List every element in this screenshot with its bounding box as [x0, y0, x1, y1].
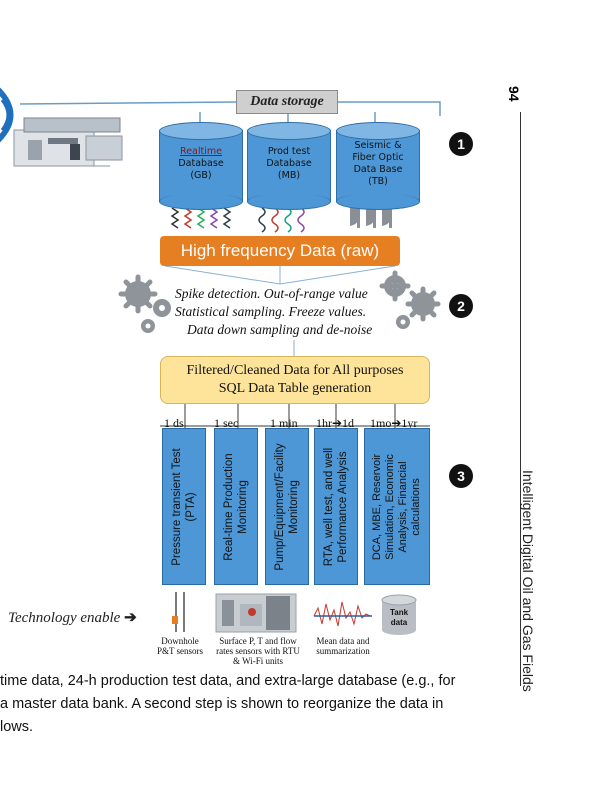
filtered-data-box: Filtered/Cleaned Data for All purposes S… — [160, 356, 430, 404]
running-header: Intelligent Digital Oil and Gas Fields — [520, 470, 536, 692]
column-line: Simulation, Economic — [384, 453, 396, 560]
db-label-line: Seismic & — [354, 140, 402, 151]
caption-line: & Wi-Fi units — [233, 656, 283, 666]
technology-enable-label: Technology enable ➔ — [8, 608, 137, 627]
mean-data-caption: Mean data and summarization — [308, 636, 378, 656]
db-label-line: Prod test — [267, 146, 311, 157]
frequency-label: 1mo➔1yr — [370, 416, 418, 430]
column-line: Real-time Production — [223, 452, 235, 561]
db-label-line: Database — [178, 158, 224, 169]
seismic-database-cylinder: Seismic & Fiber Optic Data Base (TB) — [336, 122, 420, 210]
caption-line: Tank — [389, 608, 409, 617]
prod-test-database-cylinder: Prod test Database (MB) — [247, 122, 331, 210]
column-line: Pressure transient Test — [171, 447, 183, 566]
column-line: RTA, well test, and well — [323, 447, 335, 566]
step-badge-2: 2 — [449, 294, 473, 318]
db-label-line: Data Base — [353, 164, 403, 175]
caption-line: Surface P, T and flow — [219, 636, 297, 646]
frequency-label: 1hr➔1d — [316, 416, 355, 430]
caption-line: summarization — [316, 646, 370, 656]
data-storage-box: Data storage — [236, 90, 338, 114]
surface-caption: Surface P, T and flow rates sensors with… — [210, 636, 306, 666]
db-label-line: (MB) — [277, 170, 301, 181]
step-badge-1: 1 — [449, 132, 473, 156]
column-line: Monitoring — [237, 479, 249, 534]
header-divider — [520, 112, 521, 686]
tank-caption: Tank data — [382, 608, 416, 628]
sensor-signals — [170, 207, 305, 233]
db-label-line: (TB) — [368, 176, 388, 187]
high-frequency-data-bar: High frequency Data (raw) — [160, 236, 400, 266]
body-text-line: lows. — [0, 719, 34, 735]
wifi-icon — [0, 87, 14, 143]
caption-line: data — [390, 618, 408, 627]
column-line: calculations — [410, 477, 422, 536]
db-label-line: (GB) — [190, 170, 212, 181]
caption-line: P&T sensors — [156, 646, 204, 656]
column-line: (PTA) — [185, 491, 197, 522]
caption-line: rates sensors with RTU — [216, 646, 300, 656]
facility-illustration — [13, 117, 123, 167]
db-label-line: Database — [266, 158, 312, 169]
pta-column: Pressure transient Test(PTA) — [162, 428, 206, 585]
db-label-line: Fiber Optic — [352, 152, 404, 163]
column-line: Performance Analysis — [337, 450, 349, 563]
processing-steps-text: Spike detection. Out-of-range value Stat… — [175, 285, 435, 339]
db-label-line: Realtime — [180, 146, 222, 157]
diagram-graphics — [0, 87, 441, 635]
caption-line: Mean data and — [316, 636, 370, 646]
downhole-sensor-illustration — [172, 592, 185, 632]
column-line: DCA, MBE, Reservoir — [371, 453, 383, 560]
body-text-line: a master data bank. A second step is sho… — [0, 696, 444, 712]
caption-line: Downhole — [161, 636, 199, 646]
arrow-right-icon: ➔ — [124, 610, 137, 626]
column-line: Monitoring — [288, 479, 300, 534]
column-line: Pump/Equipment/Facility — [274, 442, 286, 571]
realtime-database-cylinder: Realtime Database (GB) — [159, 122, 243, 210]
technology-label-text: Technology enable — [8, 610, 121, 626]
column-line: Analysis, Financial — [397, 460, 409, 553]
downhole-caption: Downhole P&T sensors — [150, 636, 210, 656]
processing-line: Data down sampling and de-noise — [187, 322, 373, 337]
processing-line: Spike detection. Out-of-range value — [175, 286, 368, 301]
signal-waveform-illustration — [313, 601, 371, 627]
step-badge-3: 3 — [449, 464, 473, 488]
surface-sensor-illustration — [215, 593, 297, 633]
frequency-label: 1 sec — [214, 416, 239, 430]
filtered-line-1: Filtered/Cleaned Data for All purposes — [186, 363, 404, 378]
frequency-label: 1 ds — [164, 416, 184, 430]
processing-line: Statistical sampling. Freeze values. — [175, 304, 367, 319]
body-text-line: time data, 24-h production test data, an… — [0, 673, 456, 689]
tank-icon — [381, 594, 417, 635]
filtered-line-2: SQL Data Table generation — [218, 381, 372, 396]
frequency-label: 1 min — [270, 416, 298, 430]
